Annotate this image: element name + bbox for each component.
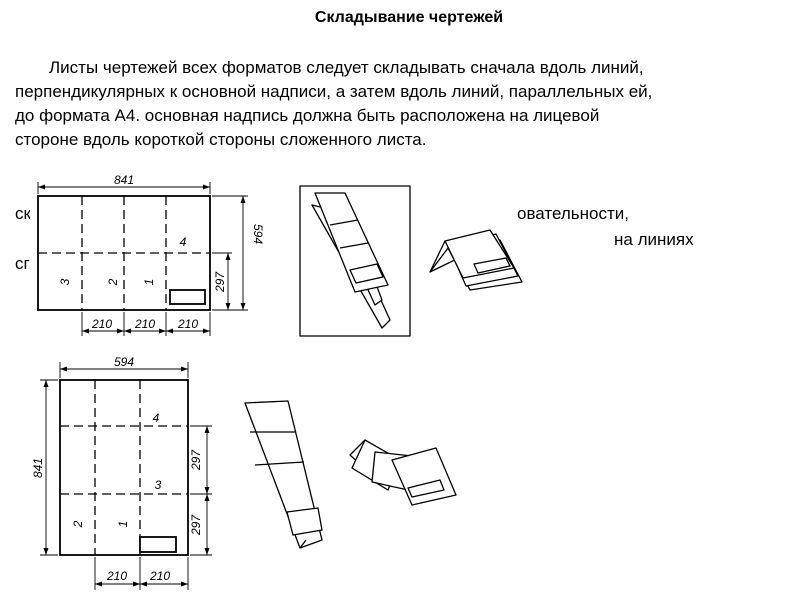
folded-strip-illustration-2 bbox=[244, 400, 323, 549]
hidden-fragment-left-2: сг bbox=[15, 254, 30, 273]
fold-number-vertical-4: 4 bbox=[153, 411, 160, 425]
dim-bottom-1: 210 bbox=[91, 317, 112, 331]
paragraph-line-1: Листы чертежей всех форматов следует скл… bbox=[49, 58, 644, 77]
dim-half-height-label: 297 bbox=[213, 271, 227, 293]
dim-bottom-vertical-2: 210 bbox=[149, 569, 170, 583]
fold-number-vertical-1: 1 bbox=[116, 521, 130, 528]
title-block-vertical bbox=[139, 536, 177, 553]
fold-number-2: 2 bbox=[106, 278, 120, 286]
sheet-outline-vertical bbox=[59, 379, 189, 556]
page-title: Складывание чертежей bbox=[314, 9, 504, 26]
dim-bottom-2: 210 bbox=[134, 317, 155, 331]
fold-number-1: 1 bbox=[142, 279, 156, 286]
folded-tent-illustration-1 bbox=[429, 229, 523, 291]
dim-width-label-vertical: 594 bbox=[114, 355, 134, 369]
dim-width-label: 841 bbox=[114, 173, 134, 187]
dim-height-label-vertical: 841 bbox=[31, 458, 45, 478]
paragraph-line-2: перпендикулярных к основной надписи, а з… bbox=[15, 82, 653, 101]
hidden-fragment-left-1: ск bbox=[15, 204, 31, 223]
fold-number-3: 3 bbox=[58, 278, 72, 285]
dim-right-1: 297 bbox=[189, 449, 203, 471]
folded-strip-illustration-1 bbox=[299, 185, 411, 337]
paragraph-line-4: стороне вдоль короткой стороны сложенног… bbox=[15, 130, 427, 149]
fold-number-4: 4 bbox=[180, 235, 187, 249]
fold-lines bbox=[38, 196, 210, 310]
fold-number-vertical-2: 2 bbox=[71, 520, 85, 528]
dim-bottom-vertical-1: 210 bbox=[106, 569, 127, 583]
hidden-fragment-right-1: овательности, bbox=[517, 204, 629, 223]
fold-number-vertical-3: 3 bbox=[155, 478, 162, 492]
figure-a1-horizontal: 841 594 297 210 210 210 1 2 3 4 bbox=[30, 173, 280, 338]
body-paragraph: Листы чертежей всех форматов следует скл… bbox=[15, 56, 795, 152]
title-block bbox=[169, 289, 206, 305]
paragraph-line-3: до формата А4. основная надпись должна б… bbox=[15, 106, 600, 125]
folded-tent-illustration-2 bbox=[349, 439, 457, 506]
fold-lines-vertical bbox=[60, 380, 188, 555]
dim-bottom-3: 210 bbox=[177, 317, 198, 331]
dim-height-label: 594 bbox=[251, 224, 265, 244]
figure-a1-vertical: 594 841 297 297 210 210 1 2 3 4 bbox=[31, 355, 212, 590]
dim-right-2: 297 bbox=[189, 514, 203, 536]
hidden-fragment-right-2: на линиях bbox=[614, 230, 694, 249]
